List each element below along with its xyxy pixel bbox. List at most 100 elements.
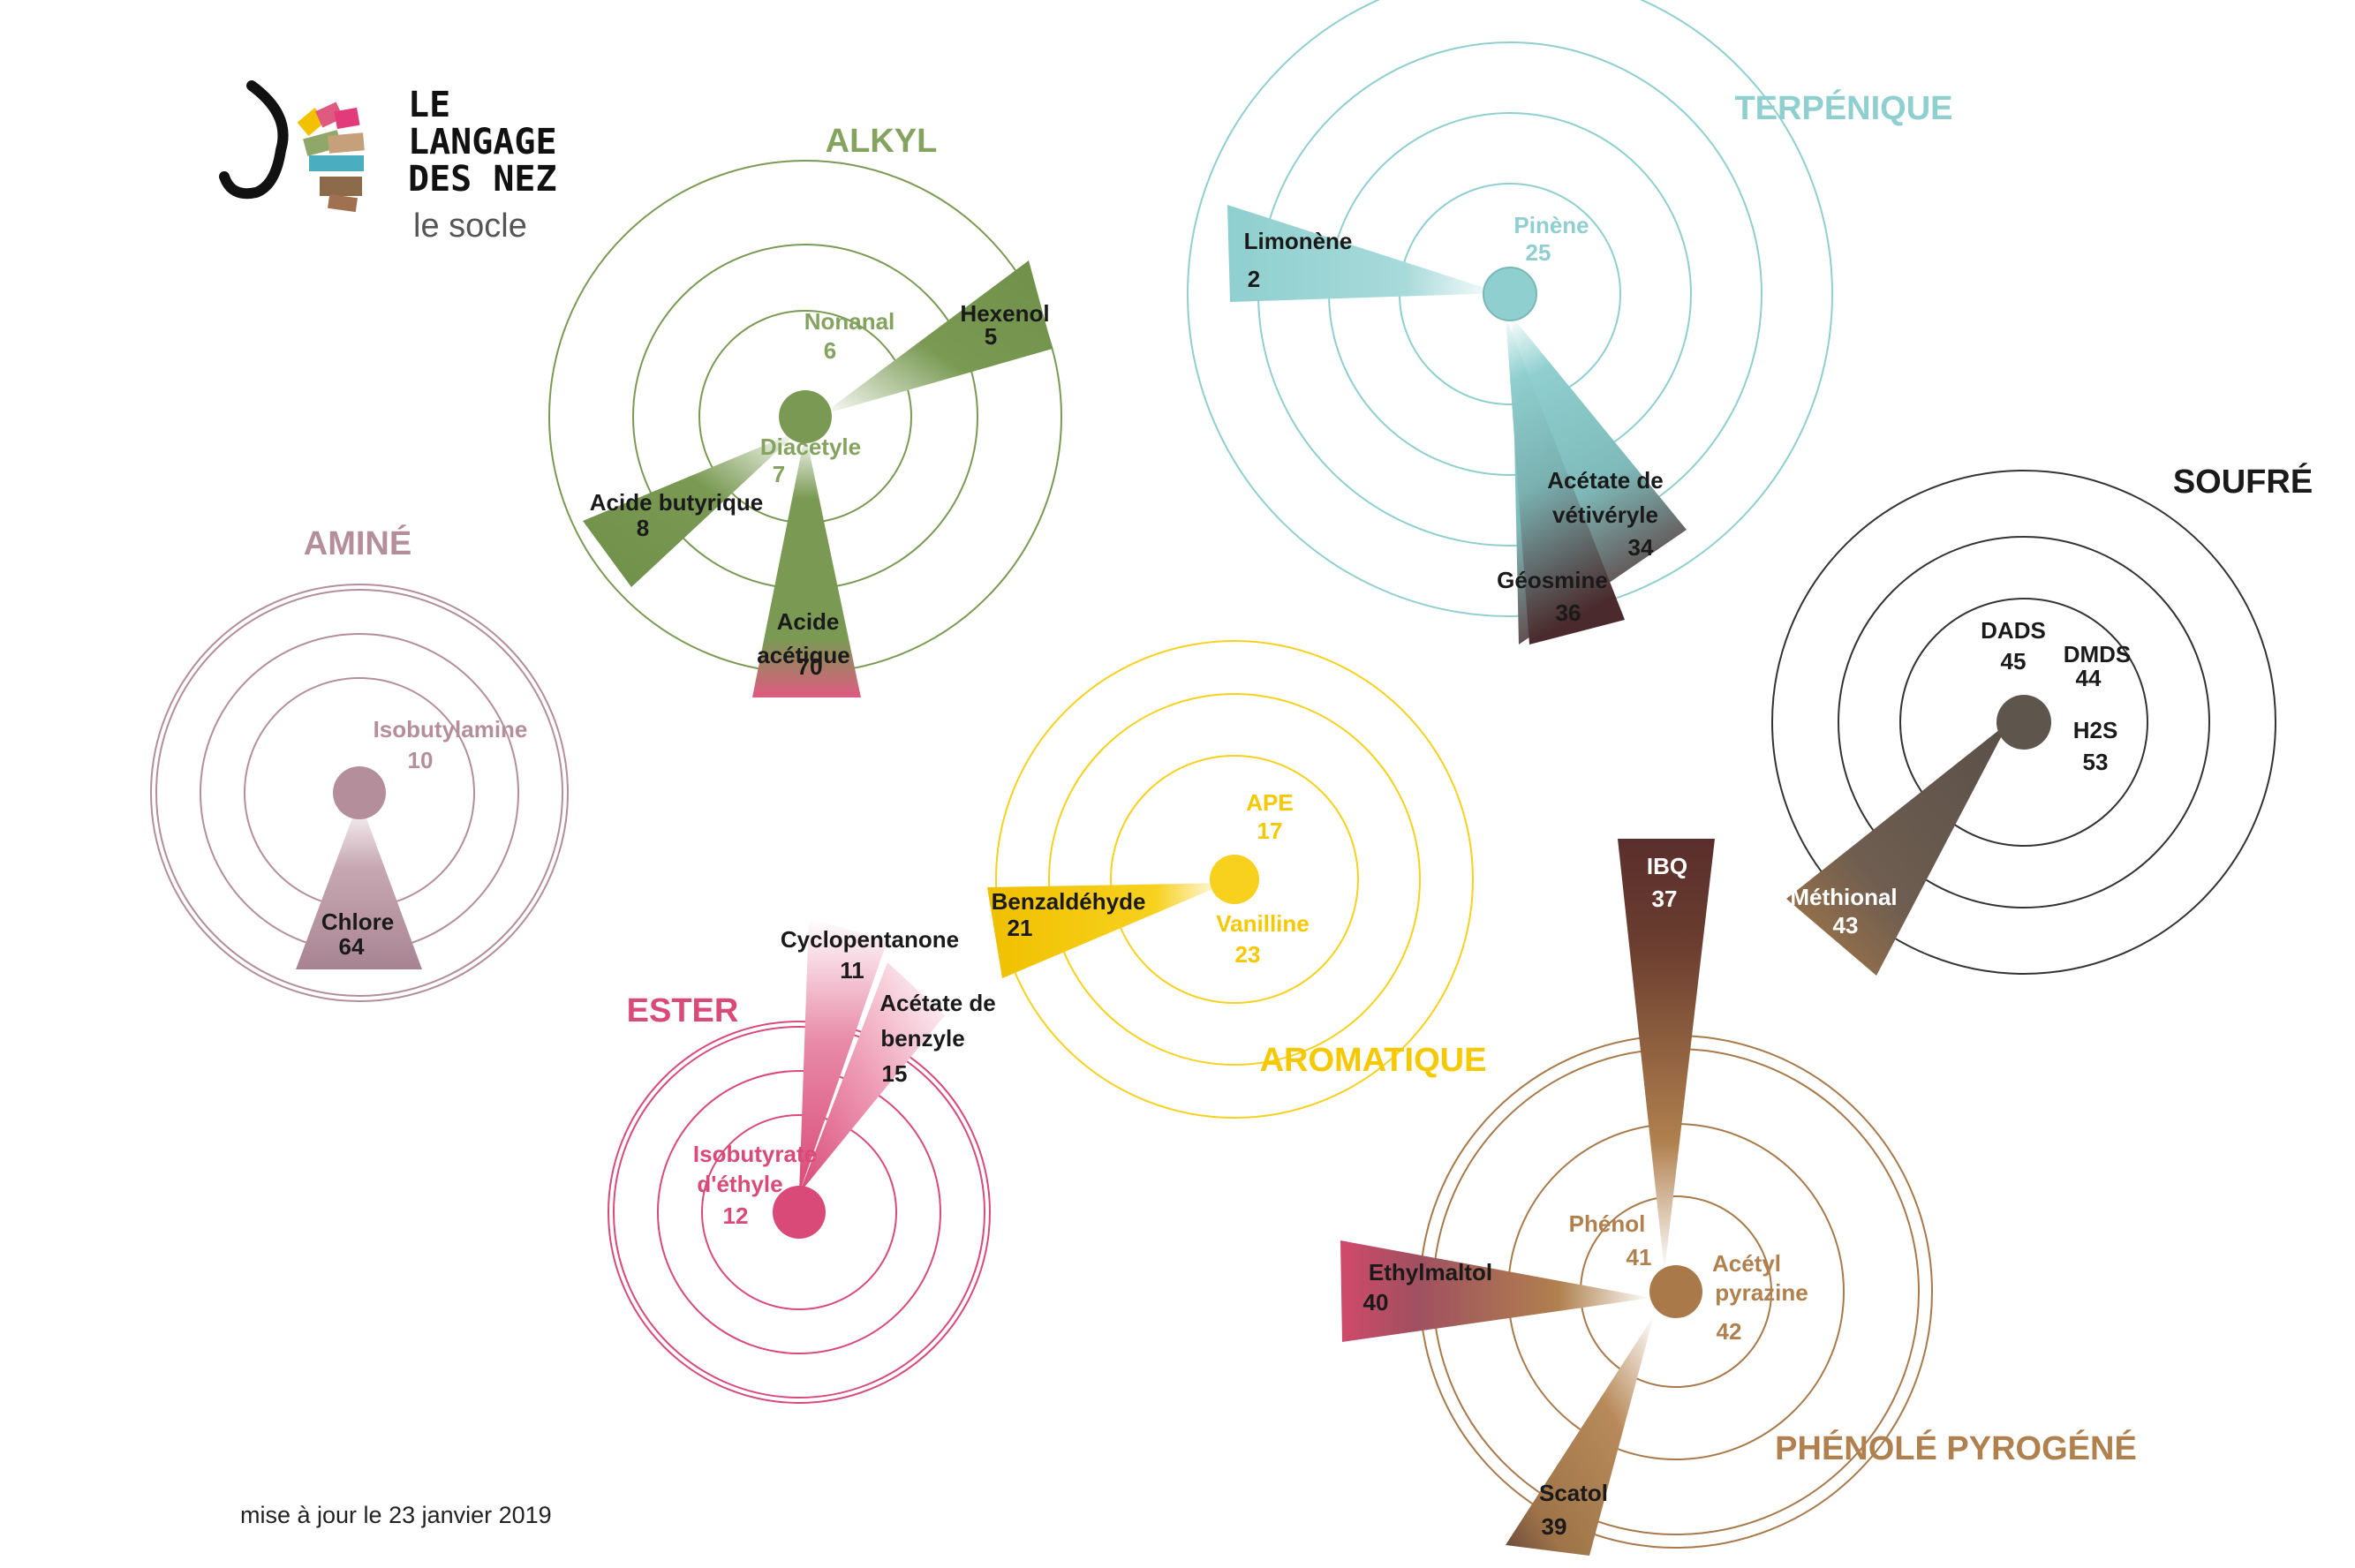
soufre-title: SOUFRÉ <box>2173 462 2313 501</box>
family-phenole-pyrogene: PHÉNOLÉ PYROGÉNÉ IBQ 37 Phénol 41 Acétyl… <box>1340 839 2137 1556</box>
number-geosmine: 36 <box>1556 599 1581 626</box>
wedge-benzaldehyde <box>987 883 1227 978</box>
wedge-scatol <box>1506 1315 1654 1556</box>
label-acetyl-pyrazine-1: Acétyl <box>1712 1250 1781 1277</box>
logo-line-2: LANGAGE <box>408 122 557 162</box>
label-isobutyrate-ethyle-1: Isobutyrate <box>693 1141 817 1167</box>
wedge-geosmine <box>1506 316 1625 645</box>
label-geosmine: Géosmine <box>1497 567 1608 593</box>
number-ape: 17 <box>1257 818 1283 844</box>
soufre-rings <box>1771 470 2276 975</box>
label-isobutyrate-ethyle-2: d'éthyle <box>697 1171 782 1197</box>
label-acetate-benzyle-2: benzyle <box>880 1025 964 1052</box>
wedge-cyclopentanone <box>799 918 887 1194</box>
label-ibq: IBQ <box>1647 853 1687 879</box>
number-h2s: 53 <box>2083 749 2109 775</box>
number-ibq: 37 <box>1652 886 1678 912</box>
ester-rings <box>608 1021 991 1404</box>
nose-palette-logo-icon <box>219 80 365 213</box>
ester-center-dot <box>773 1186 826 1239</box>
number-chlore: 64 <box>339 933 365 960</box>
wedge-ethylmaltol <box>1340 1240 1651 1342</box>
number-isobutylamine: 10 <box>408 747 434 773</box>
number-nonanal: 6 <box>824 337 836 364</box>
label-acide-butyrique: Acide butyrique <box>590 489 763 516</box>
label-chlore: Chlore <box>321 908 394 935</box>
update-date-footer: mise à jour le 23 janvier 2019 <box>240 1502 552 1528</box>
number-isobutyrate-ethyle: 12 <box>723 1202 749 1229</box>
number-acide-butyrique: 8 <box>637 515 649 541</box>
label-ethylmaltol: Ethylmaltol <box>1369 1259 1492 1285</box>
alkyl-center-dot <box>779 390 832 443</box>
number-ethylmaltol: 40 <box>1363 1289 1389 1315</box>
number-benzaldehyde: 21 <box>1008 915 1033 941</box>
number-pinene: 25 <box>1526 239 1551 266</box>
logo-line-1: LE <box>408 85 450 125</box>
aromatique-center-dot <box>1210 855 1259 904</box>
soufre-center-dot <box>1996 695 2051 750</box>
label-pinene: Pinène <box>1513 212 1589 238</box>
number-methional: 43 <box>1833 912 1859 939</box>
label-isobutylamine: Isobutylamine <box>374 716 528 743</box>
wedge-acetate-benzyle <box>799 962 945 1194</box>
label-nonanal: Nonanal <box>804 308 895 335</box>
label-acetate-vetiveryle-2: vétivéryle <box>1552 501 1658 528</box>
ester-title: ESTER <box>627 992 739 1029</box>
terpenique-title: TERPÉNIQUE <box>1734 88 1952 127</box>
label-diacetyle: Diacetyle <box>760 433 861 460</box>
label-limonene: Limonène <box>1244 228 1353 254</box>
label-vanilline: Vanilline <box>1216 910 1310 937</box>
phenole-center-dot <box>1649 1265 1702 1318</box>
label-acide-acetique-1: Acide <box>777 608 840 635</box>
logo-line-3: DES NEZ <box>408 159 557 200</box>
aromatique-title: AROMATIQUE <box>1260 1042 1487 1079</box>
label-dads: DADS <box>1981 617 2046 644</box>
label-phenol: Phénol <box>1569 1210 1646 1237</box>
label-acide-acetique-2: acétique <box>757 642 850 668</box>
number-hexenol: 5 <box>985 323 997 350</box>
number-acetate-benzyle: 15 <box>882 1060 908 1087</box>
wedge-acide-butyrique <box>583 431 799 587</box>
wedge-ibq <box>1618 839 1715 1271</box>
family-aromatique: AROMATIQUE APE 17 Benzaldéhyde 21 Vanill… <box>987 640 1487 1119</box>
label-scatol: Scatol <box>1539 1480 1608 1506</box>
number-acetate-vetiveryle: 34 <box>1628 534 1654 561</box>
number-dmds: 44 <box>2076 665 2102 691</box>
label-acetyl-pyrazine-2: pyrazine <box>1715 1279 1808 1306</box>
amine-center-dot <box>333 766 386 819</box>
number-phenol: 41 <box>1627 1244 1652 1270</box>
amine-title: AMINÉ <box>304 524 411 562</box>
terpenique-center-dot <box>1483 267 1537 321</box>
label-h2s: H2S <box>2073 717 2118 743</box>
family-amine: AMINÉ Isobutylamine 10 Chlore 64 <box>150 524 569 1002</box>
family-alkyl: ALKYL Nonanal 6 Hexenol 5 Diacetyle 7 Ac… <box>548 123 1062 697</box>
number-scatol: 39 <box>1542 1513 1567 1540</box>
aromatique-rings <box>995 640 1474 1119</box>
number-diacetyle: 7 <box>773 461 785 487</box>
wedge-methional <box>1786 722 2009 976</box>
wedge-chlore <box>296 799 422 969</box>
number-limonene: 2 <box>1248 266 1260 292</box>
number-acetyl-pyrazine: 42 <box>1717 1318 1742 1345</box>
label-benzaldehyde: Benzaldéhyde <box>992 888 1146 915</box>
number-dads: 45 <box>2001 648 2027 675</box>
label-acetate-vetiveryle-1: Acétate de <box>1547 467 1664 494</box>
label-methional: Méthional <box>1790 884 1897 910</box>
number-acide-acetique: 70 <box>797 653 823 680</box>
family-soufre: SOUFRÉ DADS 45 DMDS 44 H2S 53 Méthional … <box>1771 462 2313 976</box>
label-hexenol: Hexenol <box>960 300 1049 327</box>
wedge-limonene <box>1227 205 1501 302</box>
label-cyclopentanone: Cyclopentanone <box>781 926 959 953</box>
label-acetate-benzyle-1: Acétate de <box>879 990 996 1016</box>
number-cyclopentanone: 11 <box>840 957 864 984</box>
logo-subtitle: le socle <box>413 207 527 245</box>
logo: LE LANGAGE DES NEZ le socle <box>219 80 557 245</box>
family-ester: ESTER Cyclopentanone 11 Acétate de benzy… <box>608 918 996 1404</box>
alkyl-title: ALKYL <box>826 123 938 160</box>
phenole-title: PHÉNOLÉ PYROGÉNÉ <box>1775 1429 2137 1467</box>
wedge-hexenol <box>821 260 1053 415</box>
wedge-acide-acetique <box>752 433 861 697</box>
label-dmds: DMDS <box>2064 641 2132 667</box>
number-vanilline: 23 <box>1235 941 1261 968</box>
